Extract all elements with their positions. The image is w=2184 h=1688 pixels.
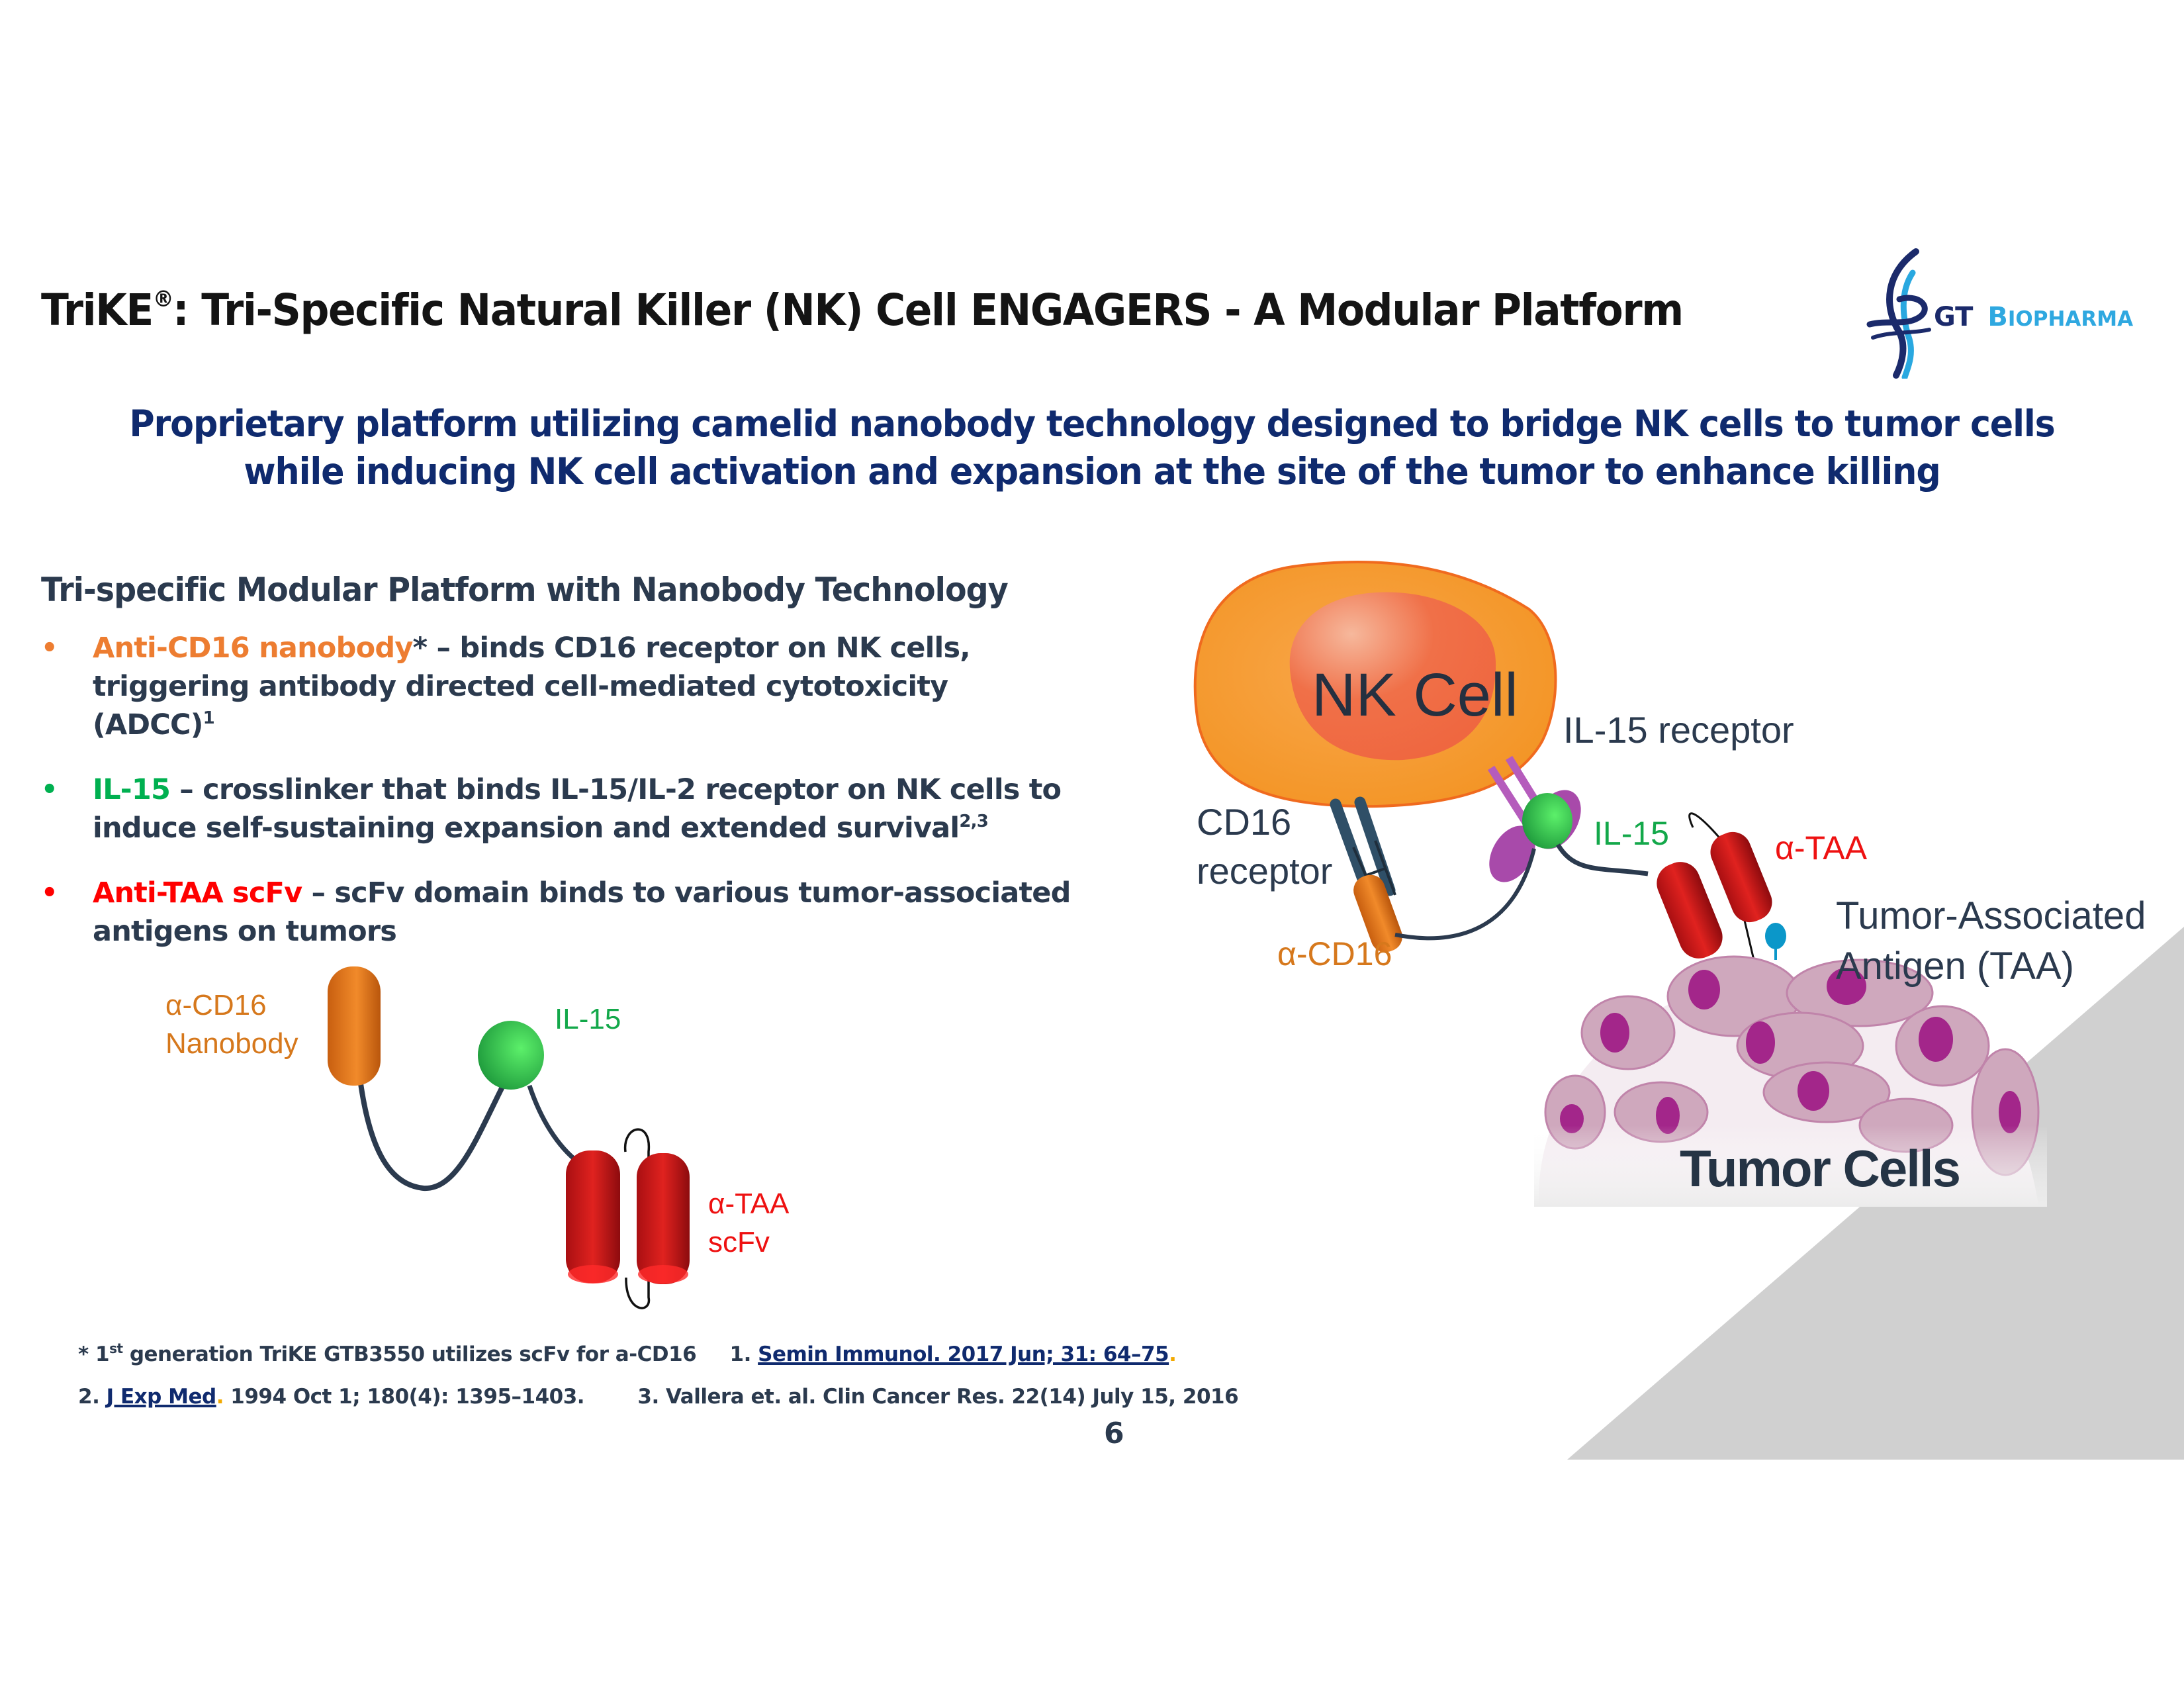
label-line: Antigen (TAA) xyxy=(1836,945,2074,988)
il15-bound-label: IL-15 xyxy=(1594,815,1669,852)
bullet-marker: • xyxy=(41,633,58,663)
ref2-dot: . xyxy=(216,1385,224,1409)
tumor-antigen xyxy=(1765,923,1786,949)
bullet-ref: 1 xyxy=(203,708,215,728)
ref1-link[interactable]: Semin Immunol. 2017 Jun; 31: 64–75 xyxy=(758,1342,1169,1366)
nk-cell-nucleus xyxy=(1289,592,1496,761)
bullet-text: – scFv domain binds to various tumor-ass… xyxy=(93,876,1071,948)
label-line: receptor xyxy=(1197,850,1333,892)
registered-mark: ® xyxy=(152,286,174,312)
alpha-taa-label: α-TAA xyxy=(1775,829,1868,867)
title-trike: TriKE xyxy=(41,285,154,336)
logo-gt: GT xyxy=(1934,302,1974,332)
footnote-text: generation TriKE GTB3550 utilizes scFv f… xyxy=(122,1342,697,1366)
alpha-taa-domain-2 xyxy=(1710,831,1772,923)
bullet-marker: • xyxy=(41,774,58,805)
logo-b: B xyxy=(1987,302,2008,332)
ref1-dot: . xyxy=(1169,1342,1177,1366)
title-rest: : Tri-Specific Natural Killer (NK) Cell … xyxy=(173,285,1684,336)
alpha-cd16-label: α-CD16 xyxy=(1277,935,1392,972)
bullet-il15: • IL-15 – crosslinker that binds IL-15/I… xyxy=(41,771,1073,847)
taa-label: Tumor-Associated Antigen (TAA) xyxy=(1836,891,2146,992)
bullet-highlight: Anti-TAA scFv xyxy=(93,876,302,910)
bullet-text: – binds CD16 receptor on NK cells, trigg… xyxy=(93,632,971,741)
nk-cell-label: NK Cell xyxy=(1312,661,1518,729)
section-heading: Tri-specific Modular Platform with Nanob… xyxy=(41,571,1009,609)
bullet-highlight: Anti-CD16 nanobody xyxy=(93,632,413,665)
subtitle-line-1: Proprietary platform utilizing camelid n… xyxy=(129,402,2055,445)
bullet-ref: 2,3 xyxy=(959,812,988,831)
alpha-cd16-shape xyxy=(1353,874,1402,953)
company-logo: GT BIOPHARMA xyxy=(1866,246,2158,379)
subtitle: Proprietary platform utilizing camelid n… xyxy=(118,400,2067,495)
footnote-line-2: 2. J Exp Med. 1994 Oct 1; 180(4): 1395–1… xyxy=(78,1385,1239,1409)
page-title: TriKE®: Tri-Specific Natural Killer (NK)… xyxy=(41,285,1684,336)
il15-receptor-label: IL-15 receptor xyxy=(1563,709,1794,751)
label-line: Tumor-Associated xyxy=(1836,894,2146,937)
bullet-highlight: IL-15 xyxy=(93,773,171,806)
bullet-anti-cd16: • Anti-CD16 nanobody* – binds CD16 recep… xyxy=(41,629,1073,744)
page-number: 6 xyxy=(1104,1417,1124,1450)
tumor-cells-label: Tumor Cells xyxy=(1680,1139,1961,1197)
footnote-star: * 1 xyxy=(78,1342,110,1366)
bullet-text: – crosslinker that binds IL-15/IL-2 rece… xyxy=(93,773,1062,845)
bullet-marker: • xyxy=(41,878,58,908)
footnote-sup: st xyxy=(109,1340,123,1356)
subtitle-line-2: while inducing NK cell activation and ex… xyxy=(244,450,1940,492)
footnote-line-1: * 1st generation TriKE GTB3550 utilizes … xyxy=(78,1340,1177,1366)
alpha-taa-domain-1 xyxy=(1657,862,1723,959)
ref1-number: 1. xyxy=(729,1342,758,1366)
label-line: CD16 xyxy=(1197,801,1292,843)
dna-helix-icon xyxy=(1866,248,1931,379)
il15-sphere-bound xyxy=(1522,793,1572,849)
ref2-number: 2. xyxy=(78,1385,107,1409)
tumor-cell-cluster xyxy=(1534,955,2047,1207)
logo-biopharma: IOPHARMA xyxy=(2007,307,2134,331)
asterisk: * xyxy=(412,632,428,665)
ref3-text: 3. Vallera et. al. Clin Cancer Res. 22(1… xyxy=(637,1385,1239,1409)
bullet-anti-taa: • Anti-TAA scFv – scFv domain binds to v… xyxy=(41,874,1073,951)
ref2-text: 1994 Oct 1; 180(4): 1395–1403. xyxy=(223,1385,585,1409)
ref2-link[interactable]: J Exp Med xyxy=(106,1385,217,1409)
cd16-receptor-label: CD16 receptor xyxy=(1197,798,1332,896)
bullet-list: • Anti-CD16 nanobody* – binds CD16 recep… xyxy=(41,629,1073,977)
